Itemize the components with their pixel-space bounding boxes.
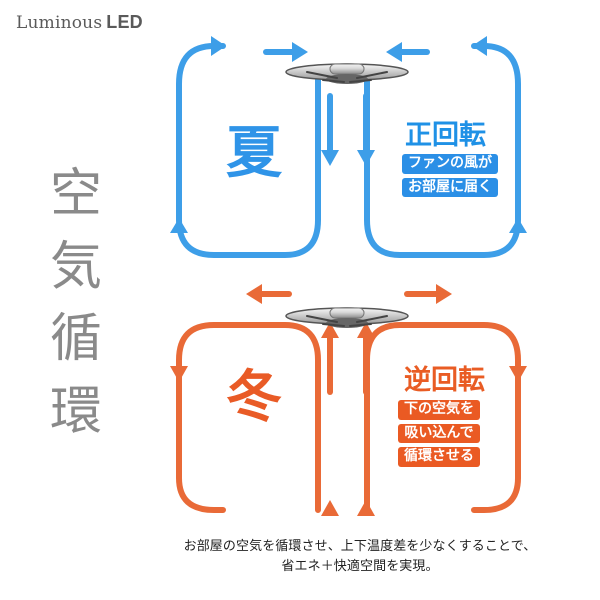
- ceiling-fan-icon: [285, 63, 409, 84]
- vertical-title-char-1: 空: [49, 164, 102, 224]
- winter-desc-line-2: 吸い込んで: [398, 423, 480, 444]
- summer-desc-line-2: お部屋に届く: [402, 177, 498, 198]
- summer-arrowhead-top-right: [386, 42, 402, 62]
- winter-desc-line-1: 下の空気を: [398, 400, 480, 420]
- winter-mode-description: 下の空気を 吸い込んで 循環させる: [398, 400, 480, 468]
- vertical-title-char-3: 循: [49, 309, 102, 370]
- summer-arrowhead-right-bottom: [509, 218, 527, 233]
- brand-name-serif: Luminous: [16, 13, 103, 33]
- winter-arrowhead-left-top: [246, 284, 262, 304]
- vertical-title-char-4: 環: [49, 381, 102, 442]
- summer-season-label: 夏: [226, 121, 282, 186]
- winter-arrowhead-center-right-up: [357, 322, 375, 338]
- summer-arrowhead-right-up: [472, 36, 487, 56]
- summer-arrowhead-left-up: [211, 36, 226, 56]
- winter-right-loop-arrow: [364, 322, 521, 513]
- winter-arrowhead-bottom-left: [321, 500, 339, 516]
- vertical-title-char-2: 気: [49, 236, 102, 297]
- summer-arrowhead-left-bottom: [170, 218, 188, 233]
- summer-right-loop-arrow: [364, 43, 521, 258]
- winter-mode-title: 逆回転: [404, 365, 485, 396]
- bottom-description-line-1: お部屋の空気を循環させ、上下温度差を少なくすることで、: [183, 539, 537, 554]
- winter-arrowhead-center-left-up: [321, 322, 339, 338]
- summer-desc-line-1: ファンの風が: [402, 154, 498, 174]
- summer-mode-description: ファンの風が お部屋に届く: [402, 154, 498, 198]
- winter-flow: [170, 284, 527, 516]
- winter-left-loop-arrow: [176, 322, 321, 513]
- bottom-description-line-2: 省エネ＋快適空間を実現。: [281, 559, 439, 575]
- summer-arrowhead-top-left: [292, 42, 308, 62]
- winter-desc-line-3: 循環させる: [398, 447, 480, 468]
- summer-flow: [170, 36, 527, 258]
- summer-arrowhead-center-right-down: [357, 150, 375, 166]
- summer-mode-title: 正回転: [405, 120, 486, 151]
- winter-arrowhead-right-top: [436, 284, 452, 304]
- brand-logo: Luminous LED: [16, 12, 143, 36]
- winter-season-label: 冬: [226, 365, 282, 430]
- winter-arrowhead-right-down: [509, 366, 527, 382]
- ceiling-fan-icon: [285, 307, 409, 328]
- summer-arrowhead-center-left-down: [321, 150, 339, 166]
- brand-name-bold: LED: [106, 12, 143, 32]
- summer-left-loop-arrow: [176, 43, 321, 258]
- bottom-description: お部屋の空気を循環させ、上下温度差を少なくすることで、 省エネ＋快適空間を実現。: [140, 537, 580, 577]
- winter-arrowhead-left-down: [170, 366, 188, 382]
- winter-arrowhead-bottom-right: [357, 500, 375, 516]
- vertical-title: 空 気 循 環: [42, 168, 110, 438]
